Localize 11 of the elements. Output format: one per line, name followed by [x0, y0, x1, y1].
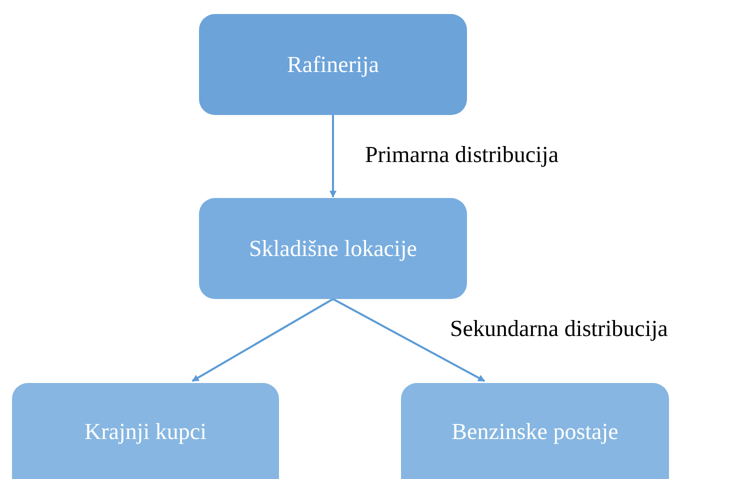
- arrow: [332, 298, 486, 382]
- process-box: [401, 383, 669, 479]
- process-box: [199, 14, 467, 115]
- box-label: Benzinske postaje: [452, 419, 618, 445]
- process-box: [199, 198, 467, 299]
- box-label: Krajnji kupci: [84, 419, 206, 445]
- box-label: Skladišne lokacije: [249, 236, 417, 262]
- process-box: [12, 383, 279, 479]
- box-label: Rafinerija: [287, 52, 379, 78]
- arrow: [192, 298, 334, 382]
- arrow: [330, 115, 336, 198]
